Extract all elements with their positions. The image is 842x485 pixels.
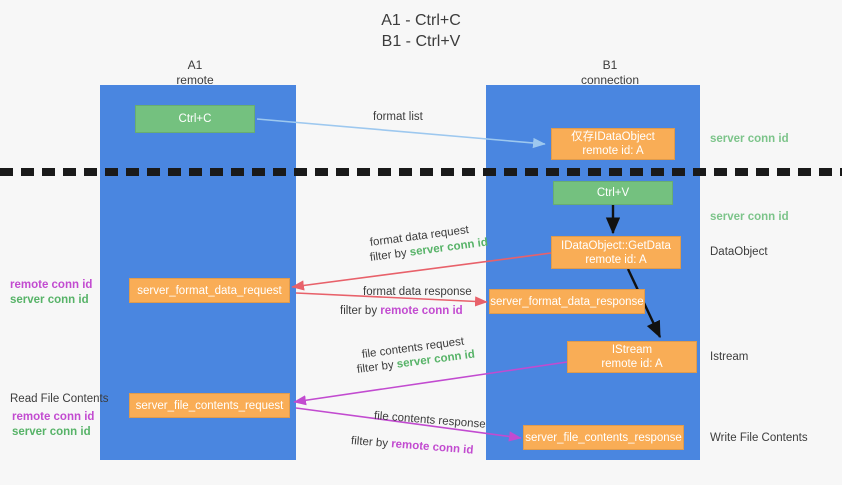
box-server-format-data-response-label: server_format_data_response bbox=[490, 295, 644, 308]
annotation-server-conn-id-top: server conn id bbox=[710, 132, 789, 147]
edge-label-format-data-response-filter: filter by remote conn id bbox=[340, 304, 463, 319]
box-server-file-contents-request[interactable]: server_file_contents_request bbox=[129, 393, 290, 418]
box-server-format-data-request[interactable]: server_format_data_request bbox=[129, 278, 290, 303]
edge-label-format-data-request-filter-prefix: filter by bbox=[369, 246, 411, 264]
annotation-server-conn-id-mid-text: server conn id bbox=[710, 211, 789, 223]
annotation-server-conn-id-top-text: server conn id bbox=[710, 133, 789, 145]
annotation-conn-ids-format-server: server conn id bbox=[10, 294, 89, 306]
page-title: A1 - Ctrl+C B1 - Ctrl+V bbox=[0, 10, 842, 52]
box-server-file-contents-response[interactable]: server_file_contents_response bbox=[523, 425, 684, 450]
annotation-dataobject-text: DataObject bbox=[710, 246, 768, 258]
box-server-file-contents-response-label: server_file_contents_response bbox=[525, 431, 682, 444]
box-istream-line1: IStream bbox=[611, 344, 653, 356]
box-idataobject-getdata-line2: remote id: A bbox=[585, 253, 647, 266]
box-ctrl-c[interactable]: Ctrl+C bbox=[135, 105, 255, 133]
annotation-conn-ids-file-remote: remote conn id bbox=[12, 411, 95, 423]
annotation-conn-ids-file-server: server conn id bbox=[12, 426, 91, 438]
annotation-conn-ids-format: remote conn id server conn id bbox=[10, 278, 92, 308]
box-idataobject-line1: 仅存IDataObject bbox=[571, 131, 655, 143]
annotation-conn-ids-file: remote conn id server conn id bbox=[12, 410, 94, 440]
box-istream-line2: remote id: A bbox=[601, 358, 663, 370]
lane-header-a1: A1 remote bbox=[130, 58, 260, 88]
edge-label-format-list-text: format list bbox=[373, 111, 423, 123]
annotation-write-file-contents-text: Write File Contents bbox=[710, 432, 808, 444]
annotation-istream: Istream bbox=[710, 350, 748, 365]
edge-label-file-contents-response-filter-key: remote conn id bbox=[390, 438, 474, 457]
box-idataobject[interactable]: 仅存IDataObject remote id: A bbox=[551, 128, 675, 160]
edge-label-file-contents-request-filter-prefix: filter by bbox=[356, 358, 398, 376]
edge-label-file-contents-response-filter: filter by remote conn id bbox=[350, 434, 474, 459]
box-idataobject-getdata[interactable]: IDataObject::GetData remote id: A bbox=[551, 236, 681, 269]
annotation-read-file-contents: Read File Contents bbox=[10, 392, 108, 407]
lane-header-a1-name: A1 bbox=[187, 58, 203, 72]
lane-header-b1-sub: connection bbox=[580, 73, 640, 87]
box-ctrl-c-label: Ctrl+C bbox=[178, 113, 212, 125]
title-line-2: B1 - Ctrl+V bbox=[381, 33, 461, 50]
box-server-format-data-response[interactable]: server_format_data_response bbox=[489, 289, 645, 314]
edge-label-format-data-response: format data response bbox=[363, 285, 472, 300]
edge-label-file-contents-response: file contents response bbox=[373, 409, 486, 433]
edge-label-file-contents-response-text: file contents response bbox=[373, 410, 487, 431]
box-idataobject-getdata-line1: IDataObject::GetData bbox=[561, 239, 671, 252]
edge-label-format-data-response-text: format data response bbox=[363, 286, 472, 298]
box-ctrl-v-label: Ctrl+V bbox=[596, 187, 630, 199]
edge-label-format-list: format list bbox=[373, 110, 423, 125]
box-server-file-contents-request-label: server_file_contents_request bbox=[135, 399, 284, 412]
box-server-format-data-request-label: server_format_data_request bbox=[137, 284, 282, 297]
box-istream[interactable]: IStream remote id: A bbox=[567, 341, 697, 373]
box-idataobject-line2: remote id: A bbox=[582, 145, 644, 157]
box-ctrl-v[interactable]: Ctrl+V bbox=[553, 181, 673, 205]
title-line-1: A1 - Ctrl+C bbox=[381, 12, 461, 29]
lane-header-b1: B1 connection bbox=[545, 58, 675, 88]
phase-divider bbox=[0, 168, 842, 176]
edge-label-format-data-response-filter-key: remote conn id bbox=[380, 305, 463, 317]
annotation-write-file-contents: Write File Contents bbox=[710, 431, 808, 446]
annotation-conn-ids-format-remote: remote conn id bbox=[10, 279, 93, 291]
lane-header-b1-name: B1 bbox=[602, 58, 618, 72]
lane-header-a1-sub: remote bbox=[176, 73, 214, 87]
edge-label-file-contents-response-filter-prefix: filter by bbox=[350, 435, 392, 451]
annotation-istream-text: Istream bbox=[710, 351, 749, 363]
annotation-server-conn-id-mid: server conn id bbox=[710, 210, 789, 225]
annotation-dataobject: DataObject bbox=[710, 245, 768, 260]
edge-label-format-data-response-filter-prefix: filter by bbox=[340, 305, 381, 317]
annotation-read-file-contents-text: Read File Contents bbox=[10, 393, 109, 405]
